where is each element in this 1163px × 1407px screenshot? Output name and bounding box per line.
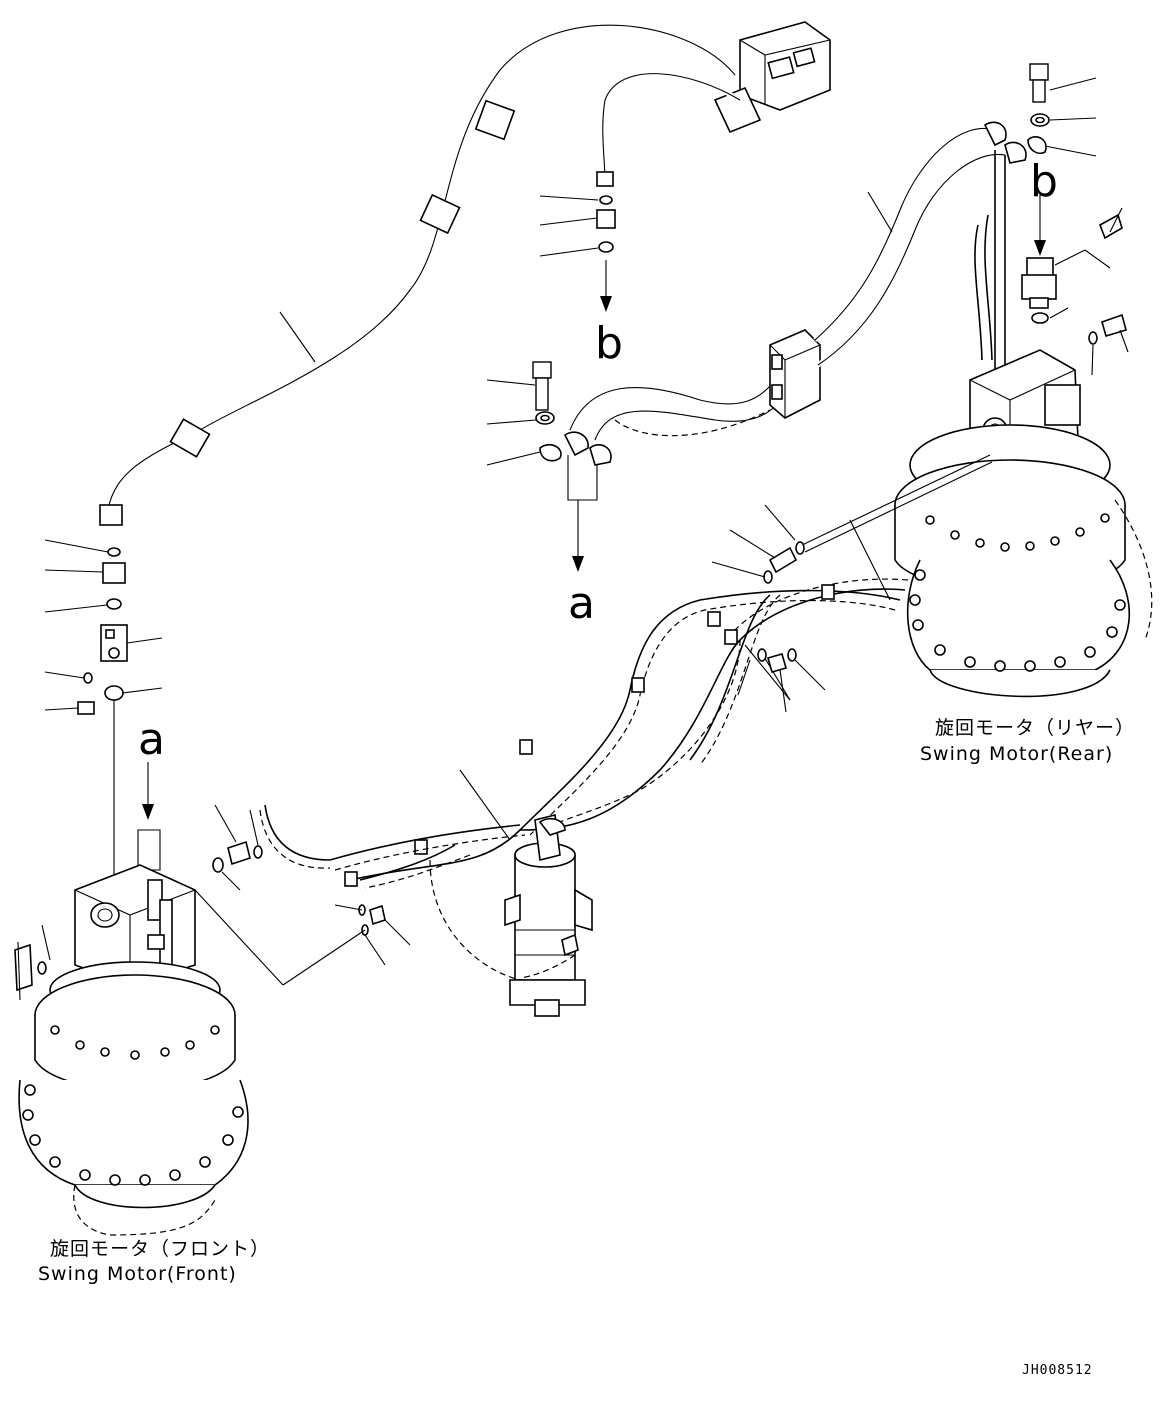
rear-motor-bolts	[909, 513, 1126, 672]
top-valve-block	[713, 21, 831, 134]
front-motor-bolts	[22, 1025, 244, 1186]
drawing-code: JH008512	[1022, 1363, 1093, 1378]
rear-motor-label-en: Swing Motor(Rear)	[920, 743, 1113, 765]
rear-motor-label-jp: 旋回モータ（リヤー）	[935, 717, 1135, 739]
left-fitting-stack	[44, 539, 163, 880]
front-motor-label-jp: 旋回モータ（フロント）	[50, 1238, 270, 1260]
callout-a-left: a	[138, 714, 165, 765]
front-motor-label-en: Swing Motor(Front)	[38, 1263, 237, 1285]
callout-b-rear: b	[1030, 156, 1058, 207]
rear-swing-motor	[894, 349, 1153, 698]
callout-b-center: b	[595, 318, 623, 369]
middle-valve-block	[769, 329, 821, 419]
center-hoses	[563, 378, 783, 572]
hose-middle-to-rear	[813, 121, 1027, 368]
rear-valve-fittings	[1021, 207, 1129, 376]
front-port-fittings	[194, 804, 411, 986]
rear-vertical-tubes	[974, 150, 1006, 380]
hose-top-left	[99, 22, 737, 526]
center-swivel-joint	[429, 814, 593, 1017]
rear-port-lines	[711, 454, 993, 584]
center-fittings	[539, 195, 616, 312]
lower-hoses	[329, 519, 909, 889]
rear-bolt-stack	[1027, 63, 1097, 256]
center-bolt-stack	[486, 361, 562, 466]
callout-a-center: a	[568, 578, 595, 629]
front-swing-motor	[14, 829, 249, 1236]
hose-top-center	[596, 71, 742, 187]
